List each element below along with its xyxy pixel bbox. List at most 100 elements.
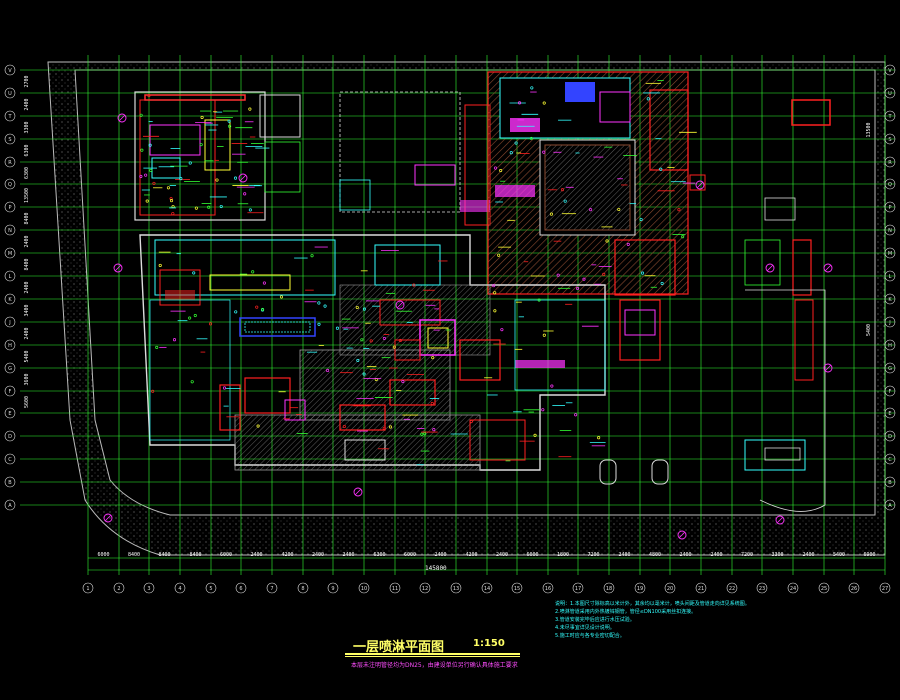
axis-label-right: B (888, 480, 892, 486)
axis-label-right: F (889, 389, 892, 395)
axis-label-left: L (9, 274, 12, 280)
sprinkler-head (542, 333, 546, 337)
sprinkler-head (500, 328, 504, 332)
axis-bubble (4, 178, 16, 190)
axis-bubble (4, 362, 16, 374)
axis-bubble (884, 476, 896, 488)
valve-marker (823, 263, 833, 273)
dimension-value-bottom: 4800 (649, 552, 661, 558)
dimension-value-bottom: 7200 (587, 552, 599, 558)
axis-bubble (481, 582, 493, 594)
axis-label-left: A (8, 503, 12, 509)
dimension-value-bottom: 2400 (312, 552, 324, 558)
valve-marker (766, 264, 774, 272)
axis-label-left: P (8, 205, 11, 211)
axis-bubble (82, 582, 94, 594)
sprinkler-head (200, 115, 204, 119)
note-line: 4.未尽事宜详见设计说明。 (555, 625, 615, 631)
valve-marker (238, 173, 248, 183)
dimension-value-bottom: 2400 (679, 552, 691, 558)
axis-label-bottom: 12 (422, 586, 428, 592)
axis-label-left: H (8, 343, 12, 349)
valve-marker (353, 487, 363, 497)
sprinkler-head (432, 428, 436, 432)
sprinkler-head (537, 298, 541, 302)
valve-marker (113, 263, 123, 273)
sprinkler-head (681, 235, 685, 239)
axis-label-left: K (8, 297, 12, 303)
dimension-value-bottom: 6000 (220, 552, 232, 558)
axis-label-left: Q (8, 182, 12, 188)
axis-label-bottom: 8 (301, 586, 304, 592)
sprinkler-head (261, 307, 265, 311)
valve-marker (823, 363, 833, 373)
drawing-title: 一层喷淋平面图 (353, 640, 445, 655)
dimension-value-right: 13500 (866, 122, 872, 137)
axis-bubble (4, 156, 16, 168)
dimension-value-bottom: 5400 (833, 552, 845, 558)
dimension-value-bottom: 6300 (373, 552, 385, 558)
sprinkler-head (560, 188, 565, 192)
axis-bubble (818, 582, 830, 594)
axis-bubble (884, 201, 896, 213)
dimension-value-left: 8400 (24, 212, 30, 224)
axis-bubble (4, 133, 16, 145)
valve-marker (775, 515, 785, 525)
sprinkler-head (193, 314, 197, 318)
sprinkler-head (227, 119, 231, 123)
sprinkler-head (493, 291, 497, 295)
title-underline-thin (345, 656, 520, 657)
axis-label-left: F (9, 389, 12, 395)
axis-bubble (4, 201, 16, 213)
axis-label-right: D (888, 434, 892, 440)
axis-label-bottom: 1 (86, 586, 89, 592)
axis-label-bottom: 13 (453, 586, 459, 592)
sprinkler-head (499, 169, 503, 173)
sprinkler-head (398, 338, 402, 342)
valve-marker (395, 300, 405, 310)
sprinkler-head (262, 281, 266, 285)
sprinkler-head (659, 167, 663, 171)
axis-bubble (4, 110, 16, 122)
axis-label-left: E (8, 411, 11, 417)
axis-label-bottom: 10 (361, 586, 367, 592)
dimension-value-bottom: 2400 (496, 552, 508, 558)
axis-bubble (884, 362, 896, 374)
axis-bubble (235, 582, 247, 594)
axis-label-right: E (888, 411, 891, 417)
axis-label-left: G (8, 366, 12, 372)
axis-bubble (884, 64, 896, 76)
dimension-value-left: 2700 (24, 75, 30, 87)
sprinkler-head (188, 161, 192, 165)
valve-marker (824, 364, 832, 372)
axis-label-left: B (8, 480, 12, 486)
axis-label-bottom: 11 (392, 586, 398, 592)
sprinkler-head (317, 322, 321, 326)
axis-bubble (4, 87, 16, 99)
total-dimension: 145800 (425, 565, 447, 572)
sprinkler-head (169, 199, 174, 203)
valve-marker (103, 513, 113, 523)
sprinkler-head (574, 413, 578, 417)
axis-label-bottom: 17 (575, 586, 581, 592)
sprinkler-head (171, 212, 175, 216)
dimension-value-bottom: 8400 (189, 552, 201, 558)
valve-marker (114, 264, 122, 272)
sprinkler-head (139, 174, 143, 179)
axis-bubble (884, 224, 896, 236)
sprinkler-head (556, 273, 560, 277)
axis-bubble (884, 407, 896, 419)
dimension-value-bottom: 8400 (158, 552, 170, 558)
sprinkler-head (617, 207, 621, 212)
dimension-value-bottom: 4200 (465, 552, 477, 558)
axis-bubble (4, 407, 16, 419)
axis-bubble (879, 582, 891, 594)
axis-bubble (4, 499, 16, 511)
sprinkler-head (148, 143, 152, 147)
axis-bubble (884, 110, 896, 122)
sprinkler-head (493, 309, 497, 313)
sprinkler-head (256, 424, 260, 428)
axis-label-bottom: 20 (667, 586, 673, 592)
dimension-value-left: 3300 (24, 121, 30, 133)
